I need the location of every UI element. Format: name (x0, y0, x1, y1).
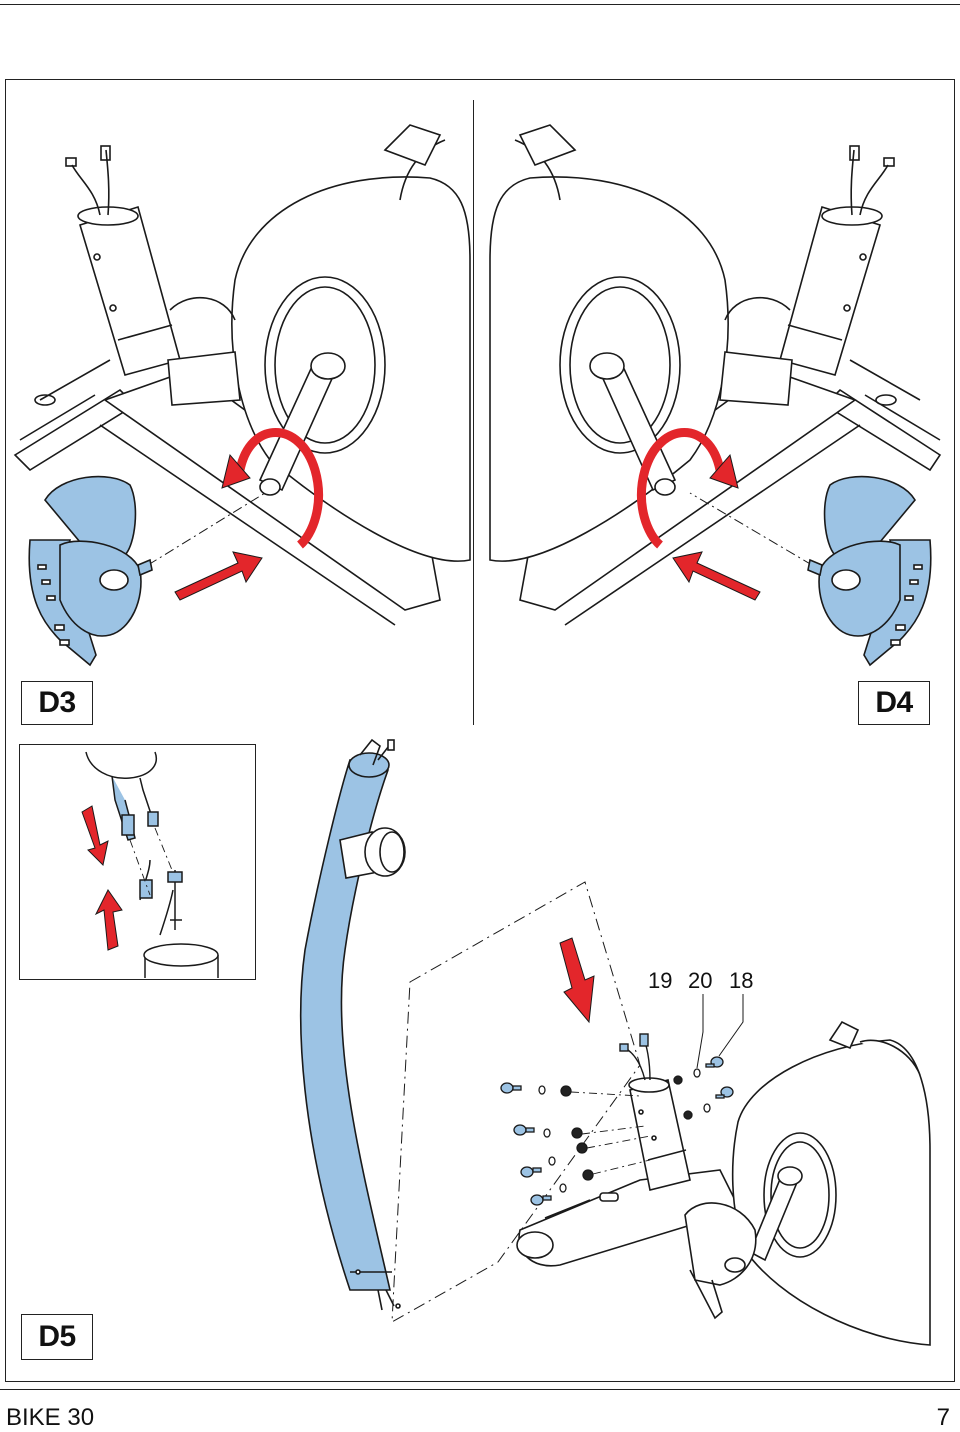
d4-pedal (807, 475, 932, 667)
step-label-d3: D3 (21, 681, 93, 725)
part-number-18: 18 (729, 968, 754, 993)
part-number-19: 19 (648, 968, 673, 993)
footer-rule (0, 1389, 960, 1390)
d3-pedal (28, 475, 153, 667)
d5-frame (516, 1020, 931, 1346)
panel-divider (473, 100, 474, 725)
instruction-frame (5, 79, 955, 1382)
page-number: 7 (936, 1404, 950, 1431)
d4-illustration (489, 124, 942, 626)
d5-handlebar-tube (299, 738, 406, 1311)
d5-screws-left (500, 1082, 594, 1206)
step-label-d4: D4 (858, 681, 930, 725)
connector-detail-inset (19, 744, 256, 980)
d5-screws-right (673, 1056, 734, 1120)
step-label-d5: D5 (21, 1314, 93, 1360)
top-rule (0, 4, 960, 5)
footer-product-title: BIKE 30 (6, 1404, 95, 1431)
part-number-20: 20 (688, 968, 713, 993)
d3-illustration (13, 124, 471, 626)
